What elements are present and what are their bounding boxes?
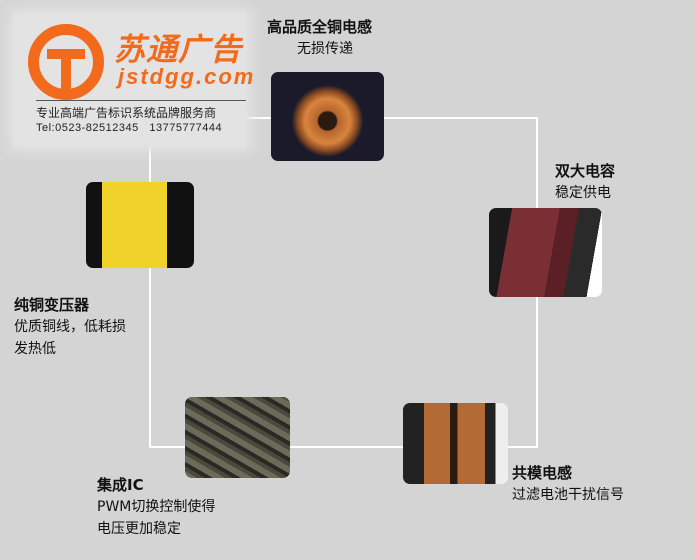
feature-desc: 过滤电池干扰信号 [512,487,624,503]
connector-left [149,117,151,448]
slogan: 专业高端广告标识系统品牌服务商 [36,106,217,120]
brand-name: 苏通广告 [114,32,242,68]
feature-title: 集成IC [97,476,144,494]
transformer-image [86,182,194,268]
brand-url: jstdgg.com [118,64,256,89]
feature-desc: 电压更加稳定 [97,521,181,537]
connector-bottom [149,446,538,448]
logo-mark-icon [28,24,104,100]
feature-title: 高品质全铜电感 [267,18,373,36]
ic-board-image [185,397,290,478]
logo-block: 苏通广告 jstdgg.com 专业高端广告标识系统品牌服务商 Tel:0523… [14,14,253,146]
feature-desc: 无损传递 [297,41,353,57]
phone: Tel:0523-82512345 13775777444 [36,122,223,134]
feature-ic: 集成IC PWM切换控制使得 电压更加稳定 [97,474,215,540]
feature-title: 共模电感 [512,464,573,482]
feature-transformer: 纯铜变压器 优质铜线，低耗损 发热低 [14,294,126,360]
inductor-image [271,72,384,161]
feature-desc: PWM切换控制使得 [97,499,216,515]
divider [36,100,246,101]
feature-inductor: 高品质全铜电感 无损传递 [267,16,372,60]
feature-desc: 发热低 [14,341,56,357]
feature-capacitor: 双大电容 稳定供电 [555,160,615,204]
feature-desc: 优质铜线，低耗损 [14,319,126,335]
feature-desc: 稳定供电 [555,185,611,201]
feature-title: 双大电容 [555,162,616,180]
capacitor-image [489,208,602,297]
feature-title: 纯铜变压器 [14,296,90,314]
choke-image [403,403,508,484]
feature-choke: 共模电感 过滤电池干扰信号 [512,462,624,506]
